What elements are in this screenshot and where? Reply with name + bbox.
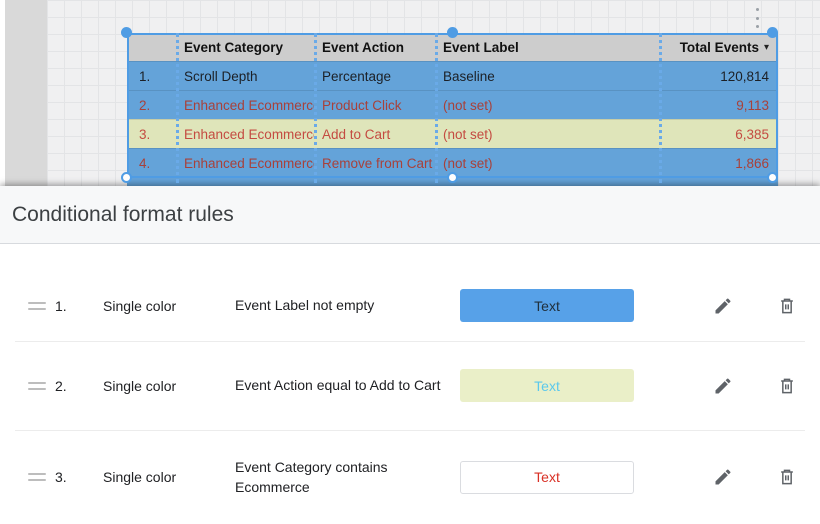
header-event-label[interactable]: Event Label [443,39,519,55]
header-total-events[interactable]: Total Events ▾ [679,39,769,55]
delete-rule-button[interactable] [775,374,799,398]
rule-type: Single color [103,469,177,485]
header-event-category[interactable]: Event Category [184,39,284,55]
rule-divider [15,430,805,431]
edit-rule-button[interactable] [711,294,735,318]
trash-icon [781,469,793,485]
table: Event Category Event Action Event Label … [127,33,778,186]
header-event-action[interactable]: Event Action [322,39,405,55]
panel-header: Conditional format rules [0,186,820,244]
table-row: 1. Scroll Depth Percentage Baseline 120,… [127,61,778,90]
drag-handle-icon[interactable] [28,473,55,481]
rule-condition: Event Action equal to Add to Cart [235,377,441,394]
conditional-format-panel: Conditional format rules 1. Single color… [0,186,820,524]
sort-arrow-icon[interactable]: ▾ [763,41,769,53]
rule-index: 1. [55,297,67,314]
canvas-gutter [5,0,47,186]
delete-rule-button[interactable] [775,465,799,489]
format-rule-row: 2. Single color Event Action equal to Ad… [0,341,820,430]
rule-divider [15,341,805,342]
format-preview-chip[interactable]: Text [460,369,634,402]
rule-index: 2. [55,377,67,394]
more-options-icon[interactable] [750,6,764,30]
rule-condition: Event Label not empty [235,297,375,314]
format-preview-chip[interactable]: Text [460,460,634,494]
selection-handle[interactable] [767,27,778,38]
pencil-icon [715,377,731,393]
table-header-row[interactable]: Event Category Event Action Event Label … [127,33,778,61]
panel-title: Conditional format rules [12,202,234,226]
format-preview-chip[interactable]: Text [460,289,634,322]
rule-index: 3. [55,469,67,485]
table-row: 4. Enhanced Ecommerce Remove from Cart (… [127,148,778,177]
format-rule-row: 3. Single color Event Category contains … [0,430,820,524]
delete-rule-button[interactable] [775,294,799,318]
selection-handle[interactable] [767,172,778,183]
trash-icon [781,378,793,393]
rule-type: Single color [103,297,177,314]
edit-rule-button[interactable] [711,374,735,398]
trash-icon [781,298,793,313]
pencil-icon [715,297,731,313]
selection-handle[interactable] [447,172,458,183]
table-row: 2. Enhanced Ecommerce Product Click (not… [127,90,778,119]
table-row-highlighted: 3. Enhanced Ecommerce Add to Cart (not s… [127,119,778,148]
edit-rule-button[interactable] [711,465,735,489]
selection-handle[interactable] [121,27,132,38]
drag-handle-icon[interactable] [28,301,55,310]
drag-handle-icon[interactable] [28,381,55,390]
selection-handle[interactable] [121,172,132,183]
data-table-chart[interactable]: Event Category Event Action Event Label … [121,27,778,186]
report-canvas: Event Category Event Action Event Label … [0,0,820,186]
rule-type: Single color [103,377,177,394]
pencil-icon [715,469,731,485]
format-rule-row: 1. Single color Event Label not empty Te… [0,270,820,341]
selection-handle[interactable] [447,27,458,38]
rule-condition: Event Category contains Ecommerce [235,458,388,495]
